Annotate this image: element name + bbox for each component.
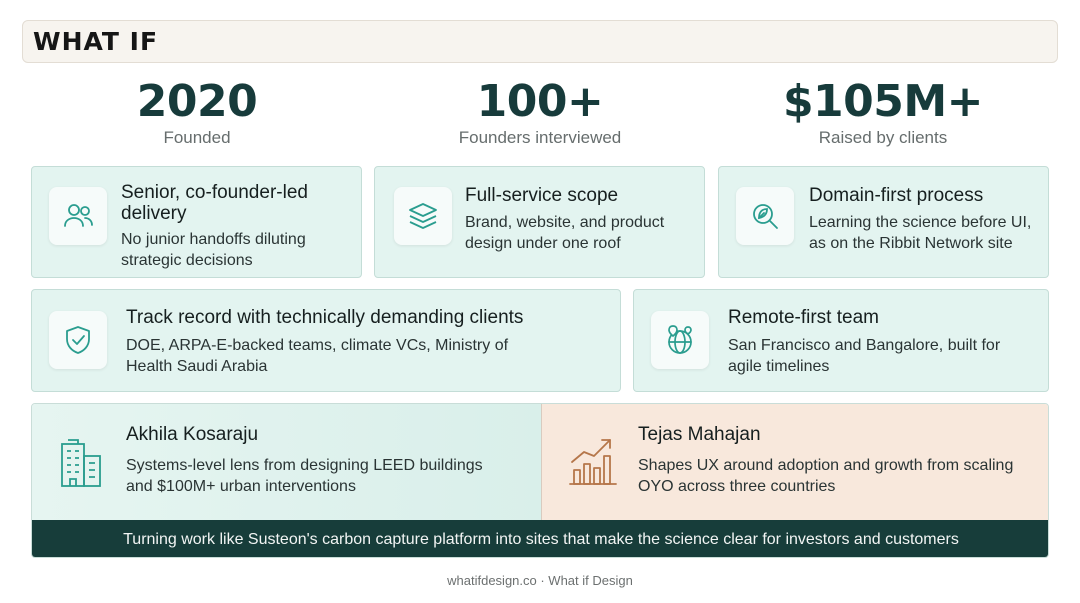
founders-panel: Akhila Kosaraju Systems-level lens from … [31, 403, 1049, 558]
card-title: Remote-first team [728, 307, 879, 328]
stat-value: 100+ [476, 76, 604, 127]
stat-label: Raised by clients [818, 128, 948, 147]
card-full-service: Full-service scope Brand, website, and p… [374, 166, 705, 278]
header-bar: WHAT IF [22, 20, 1058, 63]
card-remote-first: Remote-first team San Francisco and Bang… [633, 289, 1049, 392]
growth-chart-icon [569, 439, 617, 485]
stat-founders: 100+ Founders interviewed [390, 76, 690, 148]
shield-check-icon [49, 311, 107, 369]
search-leaf-icon [736, 187, 794, 245]
card-desc: Learning the science before UI, as on th… [809, 214, 1032, 252]
tagline-banner: Turning work like Susteon's carbon captu… [32, 520, 1048, 557]
stat-value: 2020 [136, 76, 258, 127]
card-title: Full-service scope [465, 185, 619, 206]
founder-name: Akhila Kosaraju [126, 424, 259, 445]
stat-founded: 2020 Founded [47, 76, 347, 148]
card-desc: San Francisco and Bangalore, built for a… [728, 337, 1001, 375]
card-title: Track record with technically demanding … [126, 307, 524, 328]
footer-text[interactable]: whatifdesign.co · What if Design [447, 573, 633, 588]
card-senior-delivery: Senior, co-founder-led delivery No junio… [31, 166, 362, 278]
logo[interactable]: WHAT IF [33, 27, 159, 56]
stat-label: Founded [163, 128, 231, 147]
building-icon [61, 439, 101, 487]
card-desc: No junior handoffs diluting strategic de… [121, 231, 306, 269]
card-domain-first: Domain-first process Learning the scienc… [718, 166, 1049, 278]
card-title: Senior, co-founder-led delivery [121, 182, 308, 224]
founder-akhila: Akhila Kosaraju Systems-level lens from … [32, 404, 541, 520]
stat-label: Founders interviewed [458, 128, 622, 147]
founder-desc: Shapes UX around adoption and growth fro… [638, 457, 1014, 495]
stat-value: $105M+ [782, 76, 984, 127]
founder-name: Tejas Mahajan [638, 424, 761, 445]
people-icon [49, 187, 107, 245]
card-desc: DOE, ARPA-E-backed teams, climate VCs, M… [126, 337, 509, 375]
card-track-record: Track record with technically demanding … [31, 289, 621, 392]
founder-tejas: Tejas Mahajan Shapes UX around adoption … [541, 404, 1048, 520]
stat-raised: $105M+ Raised by clients [733, 76, 1033, 148]
founder-desc: Systems-level lens from designing LEED b… [126, 457, 483, 495]
card-desc: Brand, website, and product design under… [465, 214, 665, 252]
card-title: Domain-first process [809, 185, 984, 206]
globe-pin-icon [651, 311, 709, 369]
layers-icon [394, 187, 452, 245]
